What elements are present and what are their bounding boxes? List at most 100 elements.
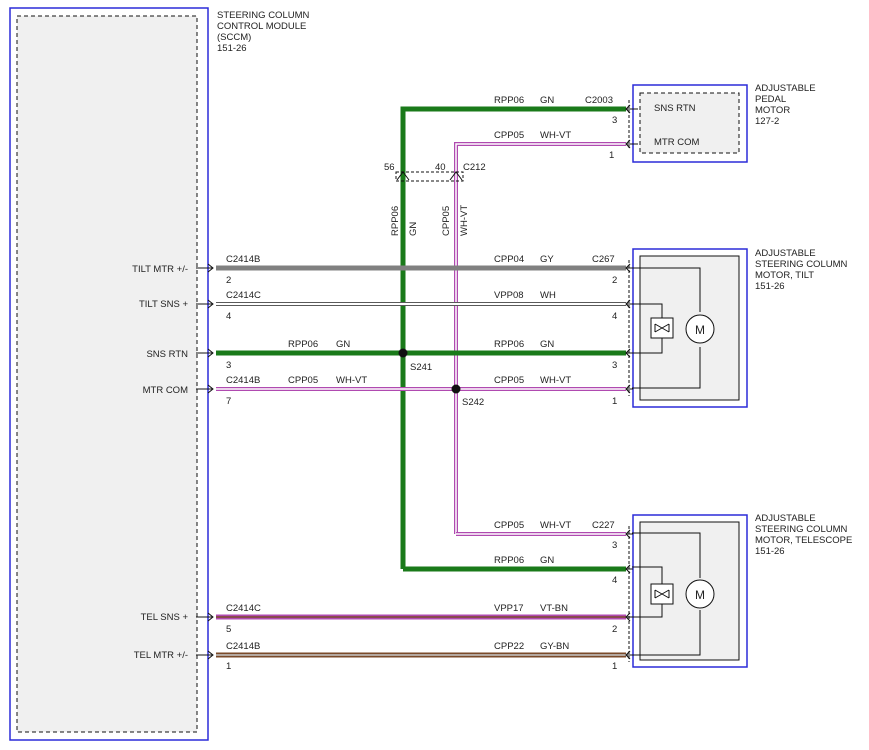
label-tel-mtr-com-color: WH-VT bbox=[540, 520, 571, 531]
c212-arrows bbox=[396, 171, 463, 181]
label-tilt-mtr-conn: C2414B bbox=[226, 254, 260, 265]
tilt-wire-sensor-bottom bbox=[632, 338, 663, 354]
pedal-motor-title-2: PEDAL bbox=[755, 94, 786, 105]
label-pedal-sns-circuit: RPP06 bbox=[494, 95, 524, 106]
sccm-arrow-tilt-mtr bbox=[196, 263, 214, 273]
label-tel-sns-conn: C2414C bbox=[226, 603, 261, 614]
sccm-title-3: (SCCM) bbox=[217, 32, 251, 43]
sccm-title-4: 151-26 bbox=[217, 43, 247, 54]
telescope-motor-title-3: MOTOR, TELESCOPE bbox=[755, 535, 852, 546]
label-tel-mtr-pin: 1 bbox=[226, 661, 231, 672]
label-mtr-com-color-left: WH-VT bbox=[336, 375, 367, 386]
telescope-sensor-symbol-icon bbox=[654, 589, 670, 599]
label-tilt-sns-color: WH bbox=[540, 290, 556, 301]
label-c212: C212 bbox=[463, 162, 486, 173]
sccm-arrow-sns-rtn bbox=[196, 348, 214, 358]
label-tel-sns-rtn-color: GN bbox=[540, 555, 554, 566]
label-pedal-mtr-color: WH-VT bbox=[540, 130, 571, 141]
label-tilt-mtr-circuit: CPP04 bbox=[494, 254, 524, 265]
wire-cpp05-main-inner bbox=[455, 143, 626, 534]
label-tilt-pin-2: 2 bbox=[612, 275, 617, 286]
label-mtr-com-circuit-left: CPP05 bbox=[288, 375, 318, 386]
tilt-motor-title-4: 151-26 bbox=[755, 281, 785, 292]
label-pedal-pin-3: 3 bbox=[612, 115, 617, 126]
label-tel-mtr-conn: C2414B bbox=[226, 641, 260, 652]
sccm-title-2: CONTROL MODULE bbox=[217, 21, 306, 32]
label-sns-rtn-pin: 3 bbox=[226, 360, 231, 371]
telescope-motor-icon bbox=[685, 579, 715, 609]
sccm-pin-tel-mtr: TEL MTR +/- bbox=[134, 650, 188, 661]
label-c212-vt-circuit: CPP05 bbox=[441, 206, 452, 236]
label-tel-pin-2: 2 bbox=[612, 624, 617, 635]
sccm-pin-tilt-mtr: TILT MTR +/- bbox=[132, 264, 188, 275]
telescope-motor-title-2: STEERING COLUMN bbox=[755, 524, 848, 535]
label-c212-pin-gn: 56 bbox=[384, 162, 395, 173]
sccm-connector-arrows bbox=[196, 263, 214, 660]
label-mtr-com-conn: C2414B bbox=[226, 375, 260, 386]
label-tilt-pin-3: 3 bbox=[612, 360, 617, 371]
label-tel-pin-3: 3 bbox=[612, 540, 617, 551]
tel-wire-motor-bottom bbox=[632, 610, 701, 656]
tel-wire-motor-top bbox=[632, 532, 701, 578]
label-tel-pin-1: 1 bbox=[612, 661, 617, 672]
sccm-pin-mtr-com: MTR COM bbox=[143, 385, 188, 396]
label-c267: C267 bbox=[592, 254, 615, 265]
pedal-motor-pin-mtr-com: MTR COM bbox=[654, 137, 699, 148]
label-pedal-mtr-circuit: CPP05 bbox=[494, 130, 524, 141]
label-c227: C227 bbox=[592, 520, 615, 531]
sccm-pin-tel-sns: TEL SNS + bbox=[141, 612, 189, 623]
telescope-motor-title-1: ADJUSTABLE bbox=[755, 513, 816, 524]
telescope-motor-symbol: M bbox=[695, 588, 705, 602]
wire-cpp05-main bbox=[454, 142, 626, 536]
tilt-motor-icon bbox=[685, 314, 715, 344]
label-pedal-pin-1: 1 bbox=[609, 150, 614, 161]
label-tel-sns-color: VT-BN bbox=[540, 603, 568, 614]
label-pedal-sns-color: GN bbox=[540, 95, 554, 106]
label-tel-mtr-circuit: CPP22 bbox=[494, 641, 524, 652]
sccm-pin-sns-rtn: SNS RTN bbox=[146, 349, 188, 360]
telescope-motor-title-4: 151-26 bbox=[755, 546, 785, 557]
tilt-motor-internal-wiring bbox=[632, 267, 701, 389]
sccm-module: STEERING COLUMN CONTROL MODULE (SCCM) 15… bbox=[9, 7, 310, 741]
splice-s242 bbox=[451, 384, 461, 394]
tilt-wire-motor-bottom bbox=[632, 347, 701, 389]
tilt-wire-motor-top bbox=[632, 267, 701, 312]
tilt-motor-symbol: M bbox=[695, 323, 705, 337]
label-tel-mtr-com-circuit: CPP05 bbox=[494, 520, 524, 531]
sccm-title-1: STEERING COLUMN bbox=[217, 10, 310, 21]
splice-s241 bbox=[398, 348, 408, 358]
sccm-module-body bbox=[16, 15, 198, 733]
label-tilt-mtr-pin: 2 bbox=[226, 275, 231, 286]
label-tel-pin-4: 4 bbox=[612, 575, 617, 586]
c212-connector bbox=[395, 171, 464, 182]
sccm-arrow-tel-mtr bbox=[196, 650, 214, 660]
sccm-pin-tilt-sns: TILT SNS + bbox=[139, 299, 188, 310]
sccm-arrow-tilt-sns bbox=[196, 299, 214, 309]
tilt-sensor-symbol-icon bbox=[654, 323, 670, 333]
label-tilt-sns-pin: 4 bbox=[226, 311, 231, 322]
label-tel-mtr-color: GY-BN bbox=[540, 641, 569, 652]
label-tilt-sns-circuit: VPP08 bbox=[494, 290, 524, 301]
label-sns-rtn-circuit-left: RPP06 bbox=[288, 339, 318, 350]
label-c212-vt-color: WH-VT bbox=[459, 205, 470, 236]
label-c212-gn-circuit: RPP06 bbox=[390, 206, 401, 236]
tilt-motor: ADJUSTABLE STEERING COLUMN MOTOR, TILT 1… bbox=[632, 248, 848, 408]
label-sns-rtn-circuit-right: RPP06 bbox=[494, 339, 524, 350]
pedal-motor-title-4: 127-2 bbox=[755, 116, 779, 127]
label-s241: S241 bbox=[410, 362, 432, 373]
label-sns-rtn-color-left: GN bbox=[336, 339, 350, 350]
label-mtr-com-circuit-right: CPP05 bbox=[494, 375, 524, 386]
label-tel-sns-pin: 5 bbox=[226, 624, 231, 635]
label-sns-rtn-color-right: GN bbox=[540, 339, 554, 350]
label-s242: S242 bbox=[462, 397, 484, 408]
label-tel-sns-circuit: VPP17 bbox=[494, 603, 524, 614]
label-tel-sns-rtn-circuit: RPP06 bbox=[494, 555, 524, 566]
tilt-wire-sensor-top bbox=[632, 303, 663, 318]
tel-wire-sensor-top bbox=[632, 566, 663, 584]
pedal-motor: SNS RTN MTR COM ADJUSTABLE PEDAL MOTOR 1… bbox=[632, 83, 816, 163]
pedal-motor-pin-sns-rtn: SNS RTN bbox=[654, 103, 696, 114]
sccm-arrow-mtr-com bbox=[196, 384, 214, 394]
label-tilt-pin-4: 4 bbox=[612, 311, 617, 322]
